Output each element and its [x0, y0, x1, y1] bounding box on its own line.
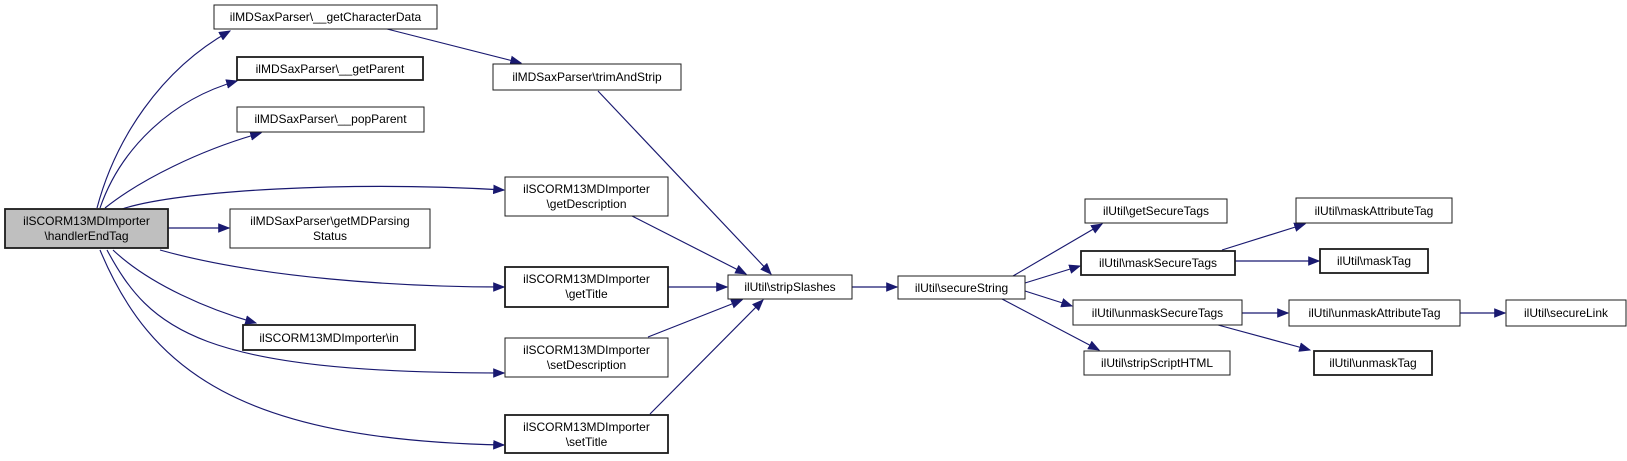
node-label: ilSCORM13MDImporter — [523, 272, 650, 286]
node-box — [1313, 350, 1433, 376]
node-label: \getTitle — [565, 287, 608, 301]
edge-mask-secure-tags-mask-attribute-tag — [1221, 222, 1307, 251]
node-get-title[interactable]: ilSCORM13MDImporter \getTitle — [504, 266, 669, 308]
node-label: ilUtil\stripSlashes — [744, 280, 835, 294]
node-box — [236, 56, 424, 81]
edge-get-description-strip-slashes — [631, 215, 748, 275]
node-label: \getDescription — [546, 197, 626, 211]
node-label: ilUtil\stripScriptHTML — [1101, 356, 1213, 370]
edge-get-character-data-trim-and-strip — [386, 28, 523, 65]
node-box — [492, 63, 682, 91]
node-get-description[interactable]: ilSCORM13MDImporter \getDescription — [504, 176, 669, 217]
node-handler-end-tag: ilSCORM13MDImporter \handlerEndTag — [4, 208, 169, 249]
node-pop-parent[interactable]: ilMDSaxParser\__popParent — [236, 106, 425, 133]
node-set-description[interactable]: ilSCORM13MDImporter \setDescription — [504, 337, 669, 378]
node-unmask-tag[interactable]: ilUtil\unmaskTag — [1313, 350, 1433, 376]
node-label: ilMDSaxParser\__getCharacterData — [230, 10, 422, 24]
node-box — [236, 106, 425, 133]
edge-handler-end-tag-set-description — [106, 249, 506, 378]
node-box — [504, 414, 669, 454]
node-box — [1072, 299, 1243, 326]
edge-unmask-secure-tags-unmask-tag — [1217, 324, 1312, 352]
node-box — [504, 337, 669, 378]
node-secure-string[interactable]: ilUtil\secureString — [897, 275, 1026, 300]
node-box — [1295, 197, 1453, 224]
node-set-title[interactable]: ilSCORM13MDImporter \setTitle — [504, 414, 669, 454]
node-box — [897, 275, 1026, 300]
node-box — [229, 208, 431, 249]
node-label: ilSCORM13MDImporter — [23, 214, 150, 228]
node-box — [504, 266, 669, 308]
node-box — [1084, 198, 1228, 224]
node-box — [1288, 299, 1461, 327]
node-box — [1083, 350, 1231, 376]
node-strip-slashes[interactable]: ilUtil\stripSlashes — [727, 274, 853, 300]
node-box — [1505, 299, 1627, 327]
node-label: ilSCORM13MDImporter\in — [259, 331, 398, 345]
edge-secure-string-get-secure-tags — [1012, 223, 1104, 277]
edge-handler-end-tag-get-parent — [99, 79, 239, 209]
node-mask-attribute-tag[interactable]: ilUtil\maskAttributeTag — [1295, 197, 1453, 224]
node-box — [4, 208, 169, 249]
edge-handler-end-tag-pop-parent — [104, 131, 263, 209]
edge-trim-and-strip-strip-slashes — [597, 90, 772, 275]
node-label: ilSCORM13MDImporter — [523, 182, 650, 196]
node-label: ilUtil\maskAttributeTag — [1315, 204, 1434, 218]
node-box — [727, 274, 853, 300]
edge-handler-end-tag-get-character-data — [96, 30, 232, 209]
node-get-parent[interactable]: ilMDSaxParser\__getParent — [236, 56, 424, 81]
node-label: ilMDSaxParser\__getParent — [256, 62, 405, 76]
node-trim-and-strip[interactable]: ilMDSaxParser\trimAndStrip — [492, 63, 682, 91]
node-box — [242, 324, 416, 351]
node-label: ilUtil\unmaskAttributeTag — [1308, 306, 1440, 320]
node-label: ilMDSaxParser\__popParent — [254, 112, 407, 126]
edge-secure-string-unmask-secure-tags — [1024, 290, 1074, 308]
node-secure-link[interactable]: ilUtil\secureLink — [1505, 299, 1627, 327]
edge-set-title-strip-slashes — [649, 299, 764, 415]
node-mask-secure-tags[interactable]: ilUtil\maskSecureTags — [1080, 250, 1236, 276]
node-label: \setDescription — [547, 358, 626, 372]
node-box — [504, 176, 669, 217]
edge-handler-end-tag-set-title — [99, 249, 506, 450]
node-unmask-secure-tags[interactable]: ilUtil\unmaskSecureTags — [1072, 299, 1243, 326]
node-box — [1319, 248, 1429, 274]
edge-set-description-strip-slashes — [647, 299, 744, 338]
node-get-md-parsing-status[interactable]: ilMDSaxParser\getMDParsing Status — [229, 208, 431, 249]
edge-handler-end-tag-get-description — [121, 184, 506, 210]
edge-layer — [96, 28, 1507, 450]
node-label: ilUtil\unmaskSecureTags — [1092, 306, 1223, 320]
edge-handler-end-tag-get-title — [159, 249, 506, 292]
node-label: ilMDSaxParser\trimAndStrip — [512, 70, 662, 84]
node-get-character-data[interactable]: ilMDSaxParser\__getCharacterData — [213, 4, 438, 30]
node-label: ilUtil\getSecureTags — [1103, 204, 1209, 218]
node-label: ilMDSaxParser\getMDParsing — [250, 214, 409, 228]
node-box — [213, 4, 438, 30]
node-label: ilSCORM13MDImporter — [523, 420, 650, 434]
node-label: ilSCORM13MDImporter — [523, 343, 650, 357]
node-mask-tag[interactable]: ilUtil\maskTag — [1319, 248, 1429, 274]
edge-handler-end-tag-in — [112, 249, 258, 325]
node-label: ilUtil\maskSecureTags — [1099, 256, 1217, 270]
node-label: ilUtil\unmaskTag — [1329, 356, 1416, 370]
node-label: \handlerEndTag — [44, 229, 128, 243]
node-label: \setTitle — [566, 435, 608, 449]
node-label: Status — [313, 229, 347, 243]
node-label: ilUtil\secureString — [915, 281, 1008, 295]
edge-secure-string-strip-script-html — [1001, 298, 1101, 351]
edge-secure-string-mask-secure-tags — [1024, 264, 1082, 284]
node-get-secure-tags[interactable]: ilUtil\getSecureTags — [1084, 198, 1228, 224]
node-in[interactable]: ilSCORM13MDImporter\in — [242, 324, 416, 351]
node-label: ilUtil\secureLink — [1524, 306, 1609, 320]
node-unmask-attribute-tag[interactable]: ilUtil\unmaskAttributeTag — [1288, 299, 1461, 327]
node-layer: ilSCORM13MDImporter \handlerEndTag ilMDS… — [4, 4, 1627, 454]
node-box — [1080, 250, 1236, 276]
node-strip-script-html[interactable]: ilUtil\stripScriptHTML — [1083, 350, 1231, 376]
node-label: ilUtil\maskTag — [1337, 254, 1411, 268]
